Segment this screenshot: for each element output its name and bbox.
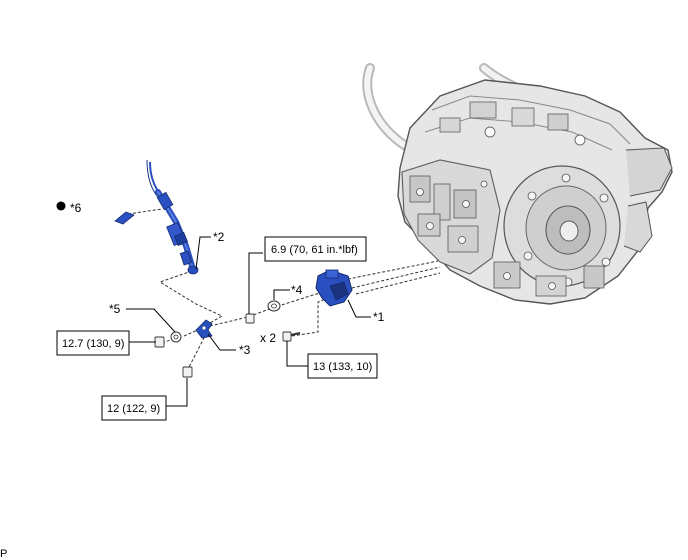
callout-3: *3 <box>239 343 251 357</box>
callout-1: *1 <box>373 310 385 324</box>
torque-spec-box-4: 12 (122, 9) <box>101 395 167 421</box>
corner-code: P <box>0 548 7 560</box>
callout-5: *5 <box>109 302 121 316</box>
transaxle-assembly <box>362 63 673 305</box>
torque-spec-box-1: 6.9 (70, 61 in.*lbf) <box>264 236 367 262</box>
callout-2: *2 <box>213 230 225 244</box>
control-cable <box>146 159 199 275</box>
callout-4: *4 <box>291 283 303 297</box>
torque-spec-4-text: 12 (122, 9) <box>107 403 160 415</box>
callout-6: *6 <box>70 201 82 215</box>
no-reuse-marker <box>56 201 66 211</box>
callout-leader-lines <box>126 236 371 407</box>
torque-spec-box-3: 13 (133, 10) <box>307 353 378 379</box>
quantity-label: x 2 <box>260 331 276 345</box>
torque-spec-1-text: 6.9 (70, 61 in.*lbf) <box>271 244 358 256</box>
cable-clip <box>114 211 135 225</box>
cable-bracket <box>195 319 213 339</box>
torque-spec-3-text: 13 (133, 10) <box>313 361 372 373</box>
hardware-parts <box>154 300 301 378</box>
torque-spec-box-2: 12.7 (130, 9) <box>56 330 130 356</box>
neutral-start-switch <box>315 269 353 307</box>
torque-spec-2-text: 12.7 (130, 9) <box>62 338 124 350</box>
